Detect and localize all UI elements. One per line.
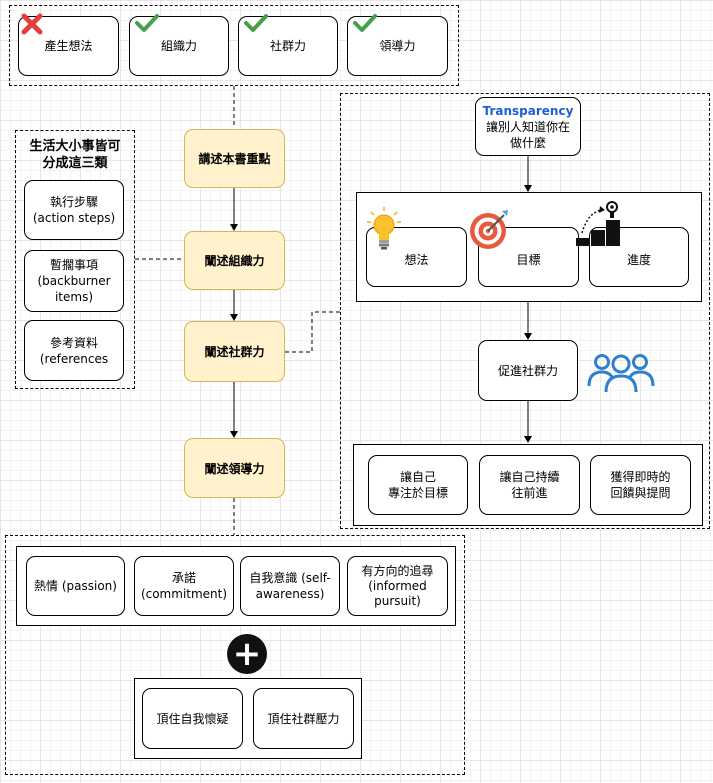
promote-community-box: 促進社群力 [478, 340, 578, 401]
flow-step-leadership: 闡述領導力 [184, 438, 285, 498]
category-action-steps: 執行步驟 (action steps) [24, 180, 124, 240]
right-community-group [340, 93, 710, 529]
top-card-label: 產生想法 [44, 39, 93, 53]
share-card-label: 想法 [404, 253, 429, 267]
target-icon [470, 210, 508, 249]
promote-label: 促進社群力 [497, 363, 558, 378]
resist-self-doubt: 頂住自我懷疑 [142, 688, 243, 749]
category-backburner: 暫擱事項 (backburner items) [24, 250, 124, 312]
share-card-label: 目標 [516, 253, 541, 267]
bottom-leadership-group [5, 535, 465, 775]
left-group-title: 生活大小事皆可 分成這三類 [29, 139, 121, 171]
people-group-icon [587, 354, 655, 393]
arrowhead-flow-1 [230, 224, 238, 231]
share-card-label: 進度 [626, 253, 651, 267]
share-card-progress: 進度 [589, 227, 689, 287]
flow-step-overview: 講述本書重點 [184, 129, 285, 188]
connector-right-group [285, 311, 340, 353]
outcome-focus: 讓自己 專注於目標 [368, 455, 468, 515]
flow-step-organize: 闡述組織力 [184, 231, 285, 290]
check-icon [135, 14, 159, 32]
arrowhead-flow-2 [230, 314, 238, 321]
trait-commitment: 承諾 (commitment) [134, 556, 234, 616]
share-card-goal: 目標 [478, 227, 579, 287]
lightbulb-icon [367, 207, 401, 250]
top-card-community: 社群力 [238, 16, 338, 76]
arrowhead-flow-3 [230, 431, 238, 438]
transparency-box: Transparency 讓別人知道你在 做什麼 [475, 97, 581, 156]
trait-passion: 熱情 (passion) [26, 556, 125, 616]
transparency-text: 讓別人知道你在 做什麼 [485, 119, 570, 150]
cross-icon [21, 13, 43, 35]
top-card-label: 組織力 [160, 39, 197, 53]
trait-informed-pursuit: 有方向的追尋 (informed pursuit) [347, 556, 448, 616]
flow-step-community: 闡述社群力 [184, 321, 285, 382]
check-icon [353, 14, 377, 32]
transparency-title: Transparency [482, 103, 574, 118]
top-skill-group [9, 5, 459, 86]
resist-social-pressure: 頂住社群壓力 [253, 688, 354, 749]
outcome-progress: 讓自己持續 往前進 [479, 455, 580, 515]
progress-chart-icon [576, 201, 620, 246]
left-category-group [15, 130, 135, 389]
category-references: 參考資料 (references [24, 320, 124, 381]
top-card-label: 領導力 [379, 39, 416, 53]
outcome-feedback: 獲得即時的 回饋與提問 [590, 455, 691, 515]
check-icon [244, 14, 268, 32]
trait-self-awareness: 自我意識 (self- awareness) [240, 556, 340, 616]
top-card-label: 社群力 [269, 39, 306, 53]
plus-icon: + [227, 634, 267, 674]
